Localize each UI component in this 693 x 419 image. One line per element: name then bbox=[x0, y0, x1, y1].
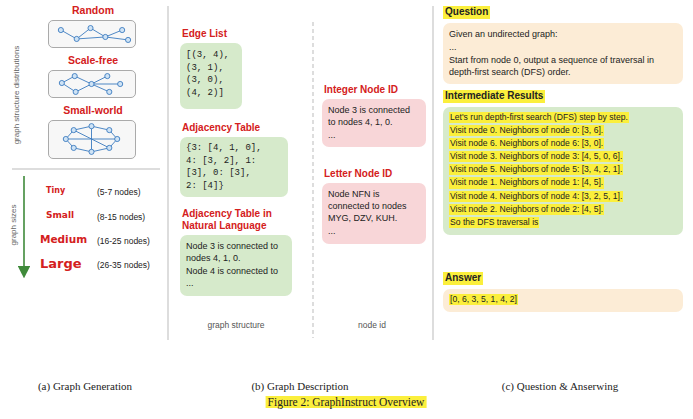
content-box: Let's run depth-first search (DFS) step … bbox=[443, 107, 683, 236]
body-text: Node 4 is connected to ... bbox=[186, 265, 286, 289]
text-panel: Intermediate ResultsLet's run depth-firs… bbox=[443, 90, 683, 235]
text-panel: Integer Node ID Node 3 is connected to no… bbox=[322, 84, 426, 147]
content-box: Node NFN is connected to nodes MYG, DZV,… bbox=[322, 183, 426, 244]
content-box: Given an undirected graph:...Start from … bbox=[443, 23, 683, 85]
format-heading: Adjacency Table bbox=[182, 122, 288, 134]
highlighted-line: Visit node 4. Neighbors of node 4: [3, 2… bbox=[449, 191, 623, 202]
highlighted-line: Visit node 5. Neighbors of node 5: [3, 4… bbox=[449, 164, 623, 175]
graph-box bbox=[48, 120, 136, 159]
text-panel: Adjacency Table in Natural LanguageNode … bbox=[180, 208, 292, 296]
format-heading: Letter Node ID bbox=[324, 168, 426, 180]
structure-heading: Small-world bbox=[50, 104, 136, 117]
axis-label: graph sizes bbox=[9, 205, 18, 246]
section-heading: Answer bbox=[443, 272, 483, 285]
size-range: (5-7 nodes) bbox=[97, 187, 140, 197]
text-panel: Answer [0, 6, 3, 5, 1, 4, 2] bbox=[443, 272, 683, 312]
size-range: node id bbox=[358, 320, 386, 330]
content-box: {3: [4, 1, 0], 4: [3, 2], 1: [3], 0: [3]… bbox=[180, 137, 288, 197]
graph-illustration bbox=[49, 21, 135, 47]
body-text: Start from node 0, output a sequence of … bbox=[449, 54, 677, 78]
body-text: ... bbox=[449, 41, 677, 53]
highlighted-line: Visit node 2. Neighbors of node 2: [4, 5… bbox=[449, 204, 604, 215]
panel-label: (a) Graph Generation bbox=[38, 380, 132, 392]
format-heading: Integer Node ID bbox=[324, 84, 426, 96]
text-panel: Edge List [(3, 4), (3, 1), (3, 0), (4, 2)… bbox=[180, 28, 242, 109]
section-heading: Question bbox=[443, 6, 490, 19]
text-panel: Adjacency Table {3: [4, 1, 0], 4: [3, 2],… bbox=[180, 122, 288, 197]
body-text: Node NFN is connected to nodes MYG, DZV,… bbox=[328, 188, 420, 224]
body-text: Node 3 is connected to nodes 4, 1, 0. bbox=[186, 240, 286, 264]
content-box: [0, 6, 3, 5, 1, 4, 2] bbox=[443, 289, 683, 312]
section-heading: Intermediate Results bbox=[443, 90, 545, 103]
structure-heading: Scale-free bbox=[50, 54, 136, 67]
size-name: Large bbox=[40, 256, 82, 271]
size-range: (16-25 nodes) bbox=[97, 236, 150, 246]
axis-label: graph structure distributions bbox=[12, 46, 21, 145]
body-text: Node 3 is connected to nodes 4, 1, 0. bbox=[328, 104, 420, 128]
body-text: Given an undirected graph: bbox=[449, 28, 677, 40]
code-text: [(3, 4), (3, 1), (3, 0), (4, 2)] bbox=[186, 49, 232, 99]
format-heading: Adjacency Table in Natural Language bbox=[182, 208, 274, 232]
panel-label: (b) Graph Description bbox=[251, 380, 348, 392]
highlighted-line: [0, 6, 3, 5, 1, 4, 2] bbox=[449, 294, 518, 305]
content-box: Node 3 is connected to nodes 4, 1, 0.Nod… bbox=[180, 235, 292, 296]
size-name: Small bbox=[46, 210, 74, 220]
graph-sample: Small-world bbox=[48, 104, 136, 159]
content-box: Node 3 is connected to nodes 4, 1, 0.... bbox=[322, 99, 426, 147]
text-panel: QuestionGiven an undirected graph:...Sta… bbox=[443, 6, 683, 84]
size-range: graph structure bbox=[207, 320, 264, 330]
structure-heading: Random bbox=[50, 4, 136, 17]
body-text: ... bbox=[328, 225, 420, 237]
graph-illustration bbox=[49, 121, 135, 158]
highlighted-line: Visit node 3. Neighbors of node 3: [4, 5… bbox=[449, 151, 623, 162]
graph-box bbox=[48, 20, 136, 48]
graph-sample: Random bbox=[48, 4, 136, 48]
highlighted-line: Visit node 0. Neighbors of node 0: [3, 6… bbox=[449, 125, 604, 136]
size-name: Medium bbox=[40, 233, 87, 245]
graph-box bbox=[48, 70, 136, 98]
size-range: (26-35 nodes) bbox=[97, 260, 150, 270]
size-name: Tiny bbox=[46, 186, 65, 195]
text-panel: Letter Node ID Node NFN is connected to n… bbox=[322, 168, 426, 244]
panel-label: (c) Question & Anserwing bbox=[502, 380, 618, 392]
highlighted-line: Visit node 1. Neighbors of node 1: [4, 5… bbox=[449, 177, 604, 188]
figure-caption: Figure 2: GraphInstruct Overview bbox=[266, 396, 427, 408]
size-range: (8-15 nodes) bbox=[97, 212, 145, 222]
format-heading: Edge List bbox=[182, 28, 242, 40]
highlighted-line: Let's run depth-first search (DFS) step … bbox=[449, 112, 629, 123]
body-text: ... bbox=[328, 129, 420, 141]
graph-illustration bbox=[49, 71, 135, 97]
highlighted-line: Visit node 6. Neighbors of node 6: [3, 0… bbox=[449, 138, 604, 149]
content-box: [(3, 4), (3, 1), (3, 0), (4, 2)] bbox=[180, 43, 242, 109]
highlighted-line: So the DFS traversal is bbox=[449, 217, 539, 228]
code-text: {3: [4, 1, 0], 4: [3, 2], 1: [3], 0: [3]… bbox=[186, 142, 263, 192]
graph-sample: Scale-free bbox=[48, 54, 136, 98]
